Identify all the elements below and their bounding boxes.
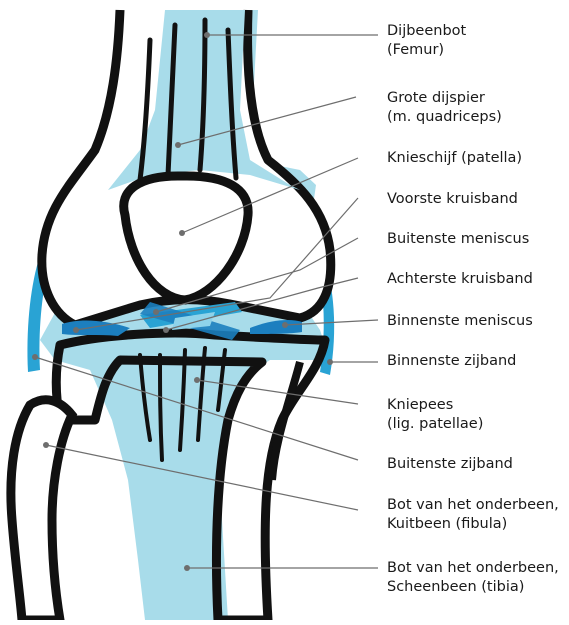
label-medial-collateral: Binnenste zijband — [387, 352, 516, 371]
label-patellar-ligament: Kniepees(lig. patellae) — [387, 396, 483, 434]
label-anterior-cruciate: Voorste kruisband — [387, 190, 518, 209]
label-medial-meniscus: Binnenste meniscus — [387, 312, 533, 331]
fibula — [11, 400, 72, 620]
label-tibia: Bot van het onderbeen,Scheenbeen (tibia) — [387, 559, 559, 597]
label-lateral-meniscus: Buitenste meniscus — [387, 230, 529, 249]
label-quadriceps: Grote dijspier(m. quadriceps) — [387, 89, 502, 127]
label-patella: Knieschijf (patella) — [387, 149, 522, 168]
label-femur: Dijbeenbot(Femur) — [387, 22, 466, 60]
label-lateral-collateral: Buitenste zijband — [387, 455, 513, 474]
label-posterior-cruciate: Achterste kruisband — [387, 270, 533, 289]
label-fibula: Bot van het onderbeen,Kuitbeen (fibula) — [387, 496, 559, 534]
